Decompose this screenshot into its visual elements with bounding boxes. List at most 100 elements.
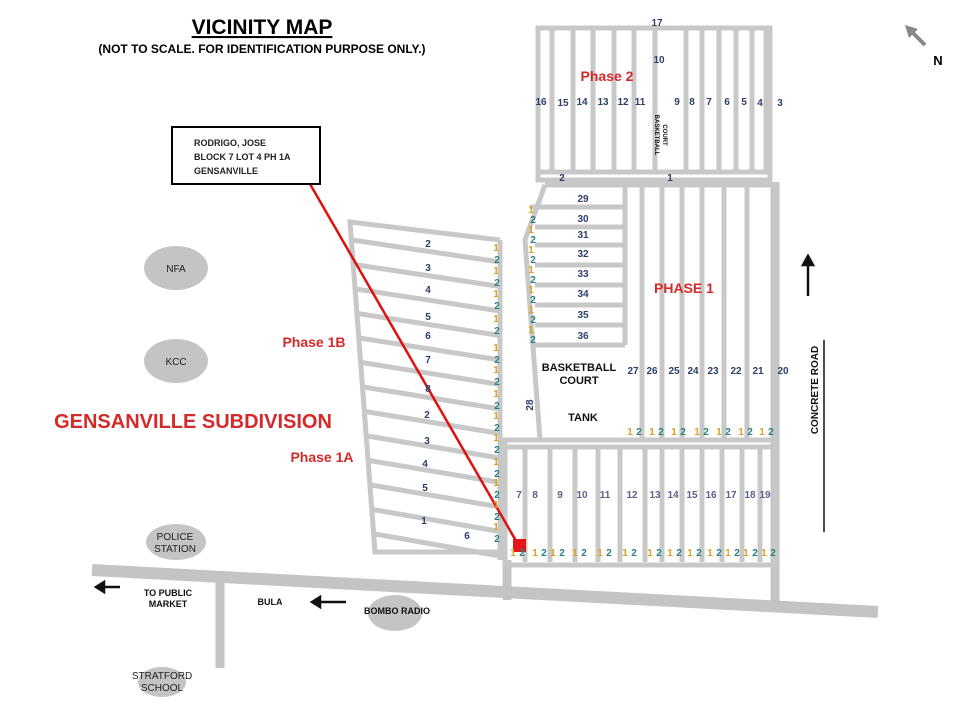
stratford-school-label-2: SCHOOL (141, 683, 184, 694)
north-arrow-icon (905, 25, 927, 47)
north-label: N (933, 53, 942, 68)
corner-mark-2: 2 (530, 215, 536, 226)
lot-number: 13 (597, 97, 609, 108)
lot-number: 4 (757, 98, 763, 109)
lot-number: 18 (744, 490, 756, 501)
corner-mark-1: 1 (493, 522, 499, 533)
corner-mark-2: 2 (519, 548, 525, 559)
corner-mark-1: 1 (761, 548, 767, 559)
lot-number: 9 (674, 97, 680, 108)
police-station-label-1: POLICE (157, 532, 194, 543)
lot-boundary (374, 531, 501, 559)
lot-number: 2 (559, 173, 565, 184)
tank-label: TANK (568, 412, 598, 424)
corner-mark-1: 1 (493, 365, 499, 376)
to-public-market-label-2: MARKET (149, 599, 188, 609)
lot-number: 6 (425, 331, 431, 342)
corner-mark-2: 2 (494, 326, 500, 337)
arrows (93, 253, 825, 610)
lot-boundary (353, 262, 501, 289)
lot-number: 5 (425, 312, 431, 323)
map-subtitle: (NOT TO SCALE. FOR IDENTIFICATION PURPOS… (98, 42, 425, 56)
corner-mark-2: 2 (752, 548, 758, 559)
lot-number: 23 (707, 366, 719, 377)
corner-mark-2: 2 (559, 548, 565, 559)
corner-mark-2: 2 (494, 255, 500, 266)
corner-mark-2: 2 (703, 427, 709, 438)
lot-number: 15 (557, 98, 569, 109)
corner-mark-1: 1 (493, 433, 499, 444)
lot-boundary (370, 482, 501, 510)
lot-number: 25 (668, 366, 680, 377)
callout-lot: BLOCK 7 LOT 4 PH 1A (194, 152, 291, 162)
corner-mark-1: 1 (493, 500, 499, 511)
lot-number: 35 (577, 310, 589, 321)
lot-number: 31 (577, 230, 589, 241)
lot-number: 12 (617, 97, 629, 108)
lot-number: 20 (777, 366, 789, 377)
bombo-radio-label: BOMBO RADIO (364, 606, 430, 616)
lot-number: 32 (577, 249, 589, 260)
corner-mark-2: 2 (636, 427, 642, 438)
bombo-radio-landmark (368, 595, 422, 631)
corner-mark-1: 1 (493, 314, 499, 325)
lot-boundary (368, 458, 501, 485)
corner-mark-1: 1 (725, 548, 731, 559)
lot-number: 10 (576, 490, 588, 501)
lot-number: 3 (425, 263, 431, 274)
corner-mark-2: 2 (494, 534, 500, 545)
corner-mark-2: 2 (658, 427, 664, 438)
phase1-label: PHASE 1 (654, 280, 714, 296)
lot-number: 17 (725, 490, 737, 501)
phase1a-label: Phase 1A (290, 449, 353, 465)
lot-number: 3 (424, 436, 430, 447)
kcc-label: KCC (165, 357, 186, 368)
phase2-court-label-1: BASKETBALL (653, 115, 659, 156)
lot-number: 3 (777, 98, 783, 109)
corner-mark-1: 1 (647, 548, 653, 559)
lot-number: 9 (557, 490, 563, 501)
corner-mark-2: 2 (530, 255, 536, 266)
lot-number: 16 (535, 97, 547, 108)
corner-mark-1: 1 (532, 548, 538, 559)
lot-number: 4 (422, 459, 428, 470)
lot-boundary (363, 384, 501, 412)
corner-mark-1: 1 (528, 225, 534, 236)
subdivision-name: GENSANVILLE SUBDIVISION (54, 411, 332, 433)
corner-mark-1: 1 (627, 427, 633, 438)
corner-mark-1: 1 (493, 266, 499, 277)
corner-mark-2: 2 (676, 548, 682, 559)
corner-mark-2: 2 (494, 512, 500, 523)
corner-mark-1: 1 (743, 548, 749, 559)
lot-number: 6 (724, 97, 730, 108)
lot-number: 10 (653, 55, 665, 66)
lot-number: 5 (422, 483, 428, 494)
police-station-label-2: STATION (154, 544, 196, 555)
lot-number: 16 (705, 490, 717, 501)
lot-number: 11 (600, 490, 611, 501)
corner-mark-1: 1 (528, 245, 534, 256)
lot-number: 4 (425, 285, 431, 296)
nfa-label: NFA (166, 264, 186, 275)
phase1b-label: Phase 1B (282, 334, 345, 350)
corner-mark-2: 2 (680, 427, 686, 438)
lot-boundary (361, 360, 501, 387)
lot-number: 30 (577, 214, 589, 225)
lot-number: 11 (635, 97, 646, 108)
corner-mark-2: 2 (494, 377, 500, 388)
corner-mark-1: 1 (622, 548, 628, 559)
corner-mark-2: 2 (530, 235, 536, 246)
lot-boundary (366, 433, 501, 461)
lot-boundary (357, 311, 501, 338)
corner-mark-1: 1 (572, 548, 578, 559)
lot-number: 17 (651, 18, 663, 29)
corner-mark-2: 2 (530, 335, 536, 346)
corner-mark-2: 2 (770, 548, 776, 559)
corner-mark-2: 2 (581, 548, 587, 559)
phase1-block (502, 182, 778, 568)
lot-boundary (372, 507, 501, 534)
lot-number: 24 (687, 366, 699, 377)
property-location-marker (513, 539, 526, 552)
lot-number: 7 (425, 355, 431, 366)
